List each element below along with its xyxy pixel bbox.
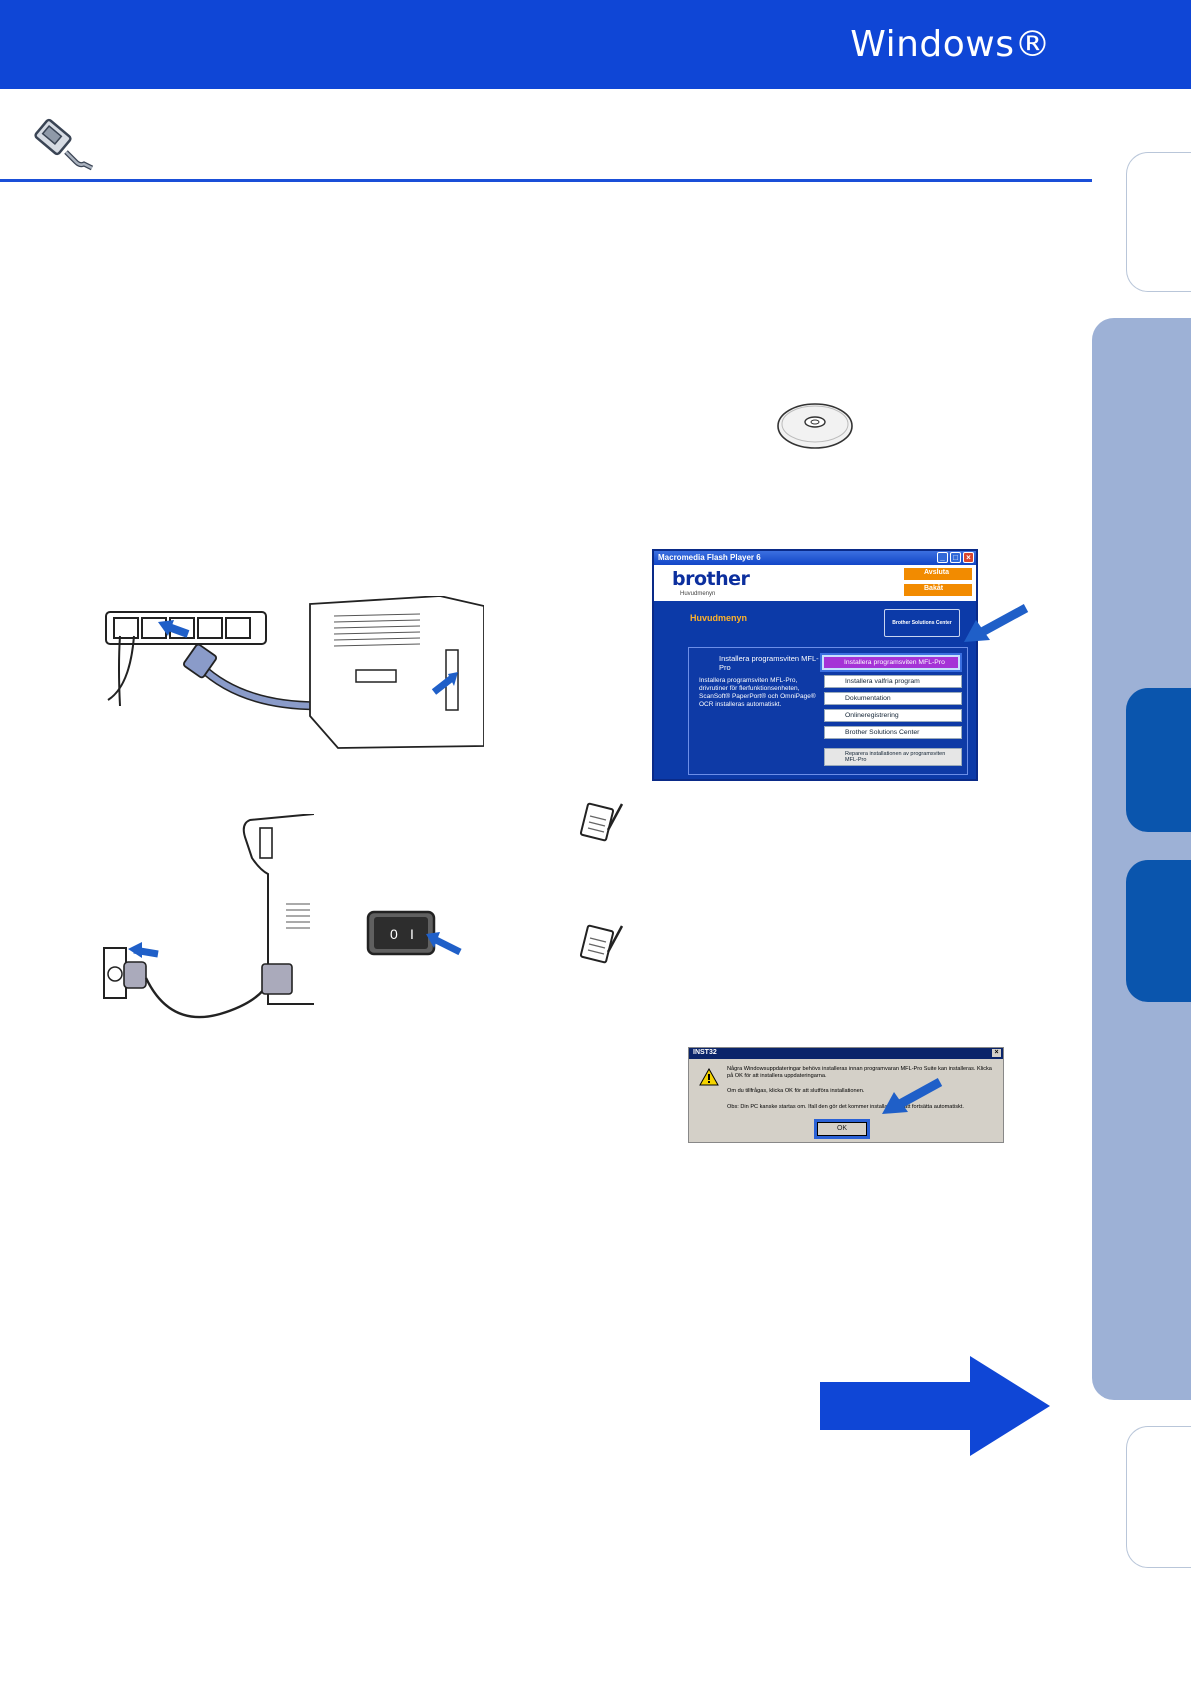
panel-description: Installera programsviten MFL-Pro Install… xyxy=(699,654,819,709)
panel-text: Installera programsviten MFL-Pro, drivru… xyxy=(699,676,816,709)
cd-rom-icon xyxy=(777,403,853,449)
callout-arrow xyxy=(882,1078,943,1114)
documentation-button[interactable]: Dokumentation xyxy=(824,692,962,705)
install-mfl-pro-button[interactable]: Installera programsviten MFL-Pro xyxy=(822,655,960,670)
online-registration-button[interactable]: Onlineregistrering xyxy=(824,709,962,722)
dialog-title: INST32 xyxy=(693,1049,717,1056)
network-connection-illustration xyxy=(105,596,484,749)
switch-on-mark: I xyxy=(410,926,414,942)
switch-off-mark: 0 xyxy=(390,926,398,942)
panel-title: Installera programsviten MFL-Pro xyxy=(719,654,819,673)
side-tab-bottom xyxy=(1126,1426,1191,1568)
installer-title-bar: Macromedia Flash Player 6 _ □ × xyxy=(654,551,976,565)
ok-button[interactable]: OK xyxy=(817,1122,867,1136)
banner-title: Windows® xyxy=(850,24,1051,65)
installer-breadcrumb: Huvudmenyn xyxy=(680,591,716,597)
network-cable-icon xyxy=(34,118,94,171)
minimize-icon[interactable]: _ xyxy=(937,552,948,563)
solutions-center-logo: Brother Solutions Center xyxy=(884,609,960,637)
side-tab-active-1 xyxy=(1126,688,1191,832)
window-controls: _ □ × xyxy=(937,552,974,563)
inst32-dialog: INST32 × Några Windowsuppdateringar behö… xyxy=(688,1047,1004,1143)
next-page-arrow-icon xyxy=(820,1356,1050,1456)
close-icon[interactable]: × xyxy=(992,1049,1001,1057)
maximize-icon[interactable]: □ xyxy=(950,552,961,563)
power-switch-illustration: 0 I xyxy=(366,910,462,956)
installer-main-menu-window: Macromedia Flash Player 6 _ □ × brother … xyxy=(652,549,978,781)
solutions-center-button[interactable]: Brother Solutions Center xyxy=(824,726,962,739)
back-button[interactable]: Bakåt xyxy=(904,584,972,596)
installer-title: Macromedia Flash Player 6 xyxy=(658,553,761,562)
dialog-title-bar: INST32 × xyxy=(689,1048,1003,1059)
side-tab-active-2 xyxy=(1126,860,1191,1002)
brand-bar: brother Huvudmenyn Avsluta Bakåt xyxy=(654,565,976,601)
dialog-message-1: Några Windowsuppdateringar behövs instal… xyxy=(727,1066,992,1080)
dialog-message-3: Obs: Din PC kanske startas om. Ifall den… xyxy=(727,1104,964,1110)
dialog-message-2: Om du tillfrågas, klicka OK för att slut… xyxy=(727,1088,865,1094)
close-icon[interactable]: × xyxy=(963,552,974,563)
brother-logo: brother xyxy=(672,568,750,590)
repair-install-button[interactable]: Reparera installationen av programsviten… xyxy=(824,748,962,766)
note-pad-icon xyxy=(579,802,624,842)
callout-arrow xyxy=(964,604,1029,642)
note-pad-icon xyxy=(579,924,624,964)
top-banner: Windows® xyxy=(0,0,1191,89)
side-tab-top xyxy=(1126,152,1191,292)
side-tab-section xyxy=(1092,318,1191,1400)
header-rule xyxy=(0,179,1092,182)
exit-button[interactable]: Avsluta xyxy=(904,568,972,580)
install-optional-button[interactable]: Installera valfria program xyxy=(824,675,962,688)
warning-icon xyxy=(699,1068,719,1086)
power-cord-illustration xyxy=(103,814,314,1019)
menu-heading: Huvudmenyn xyxy=(690,613,748,623)
